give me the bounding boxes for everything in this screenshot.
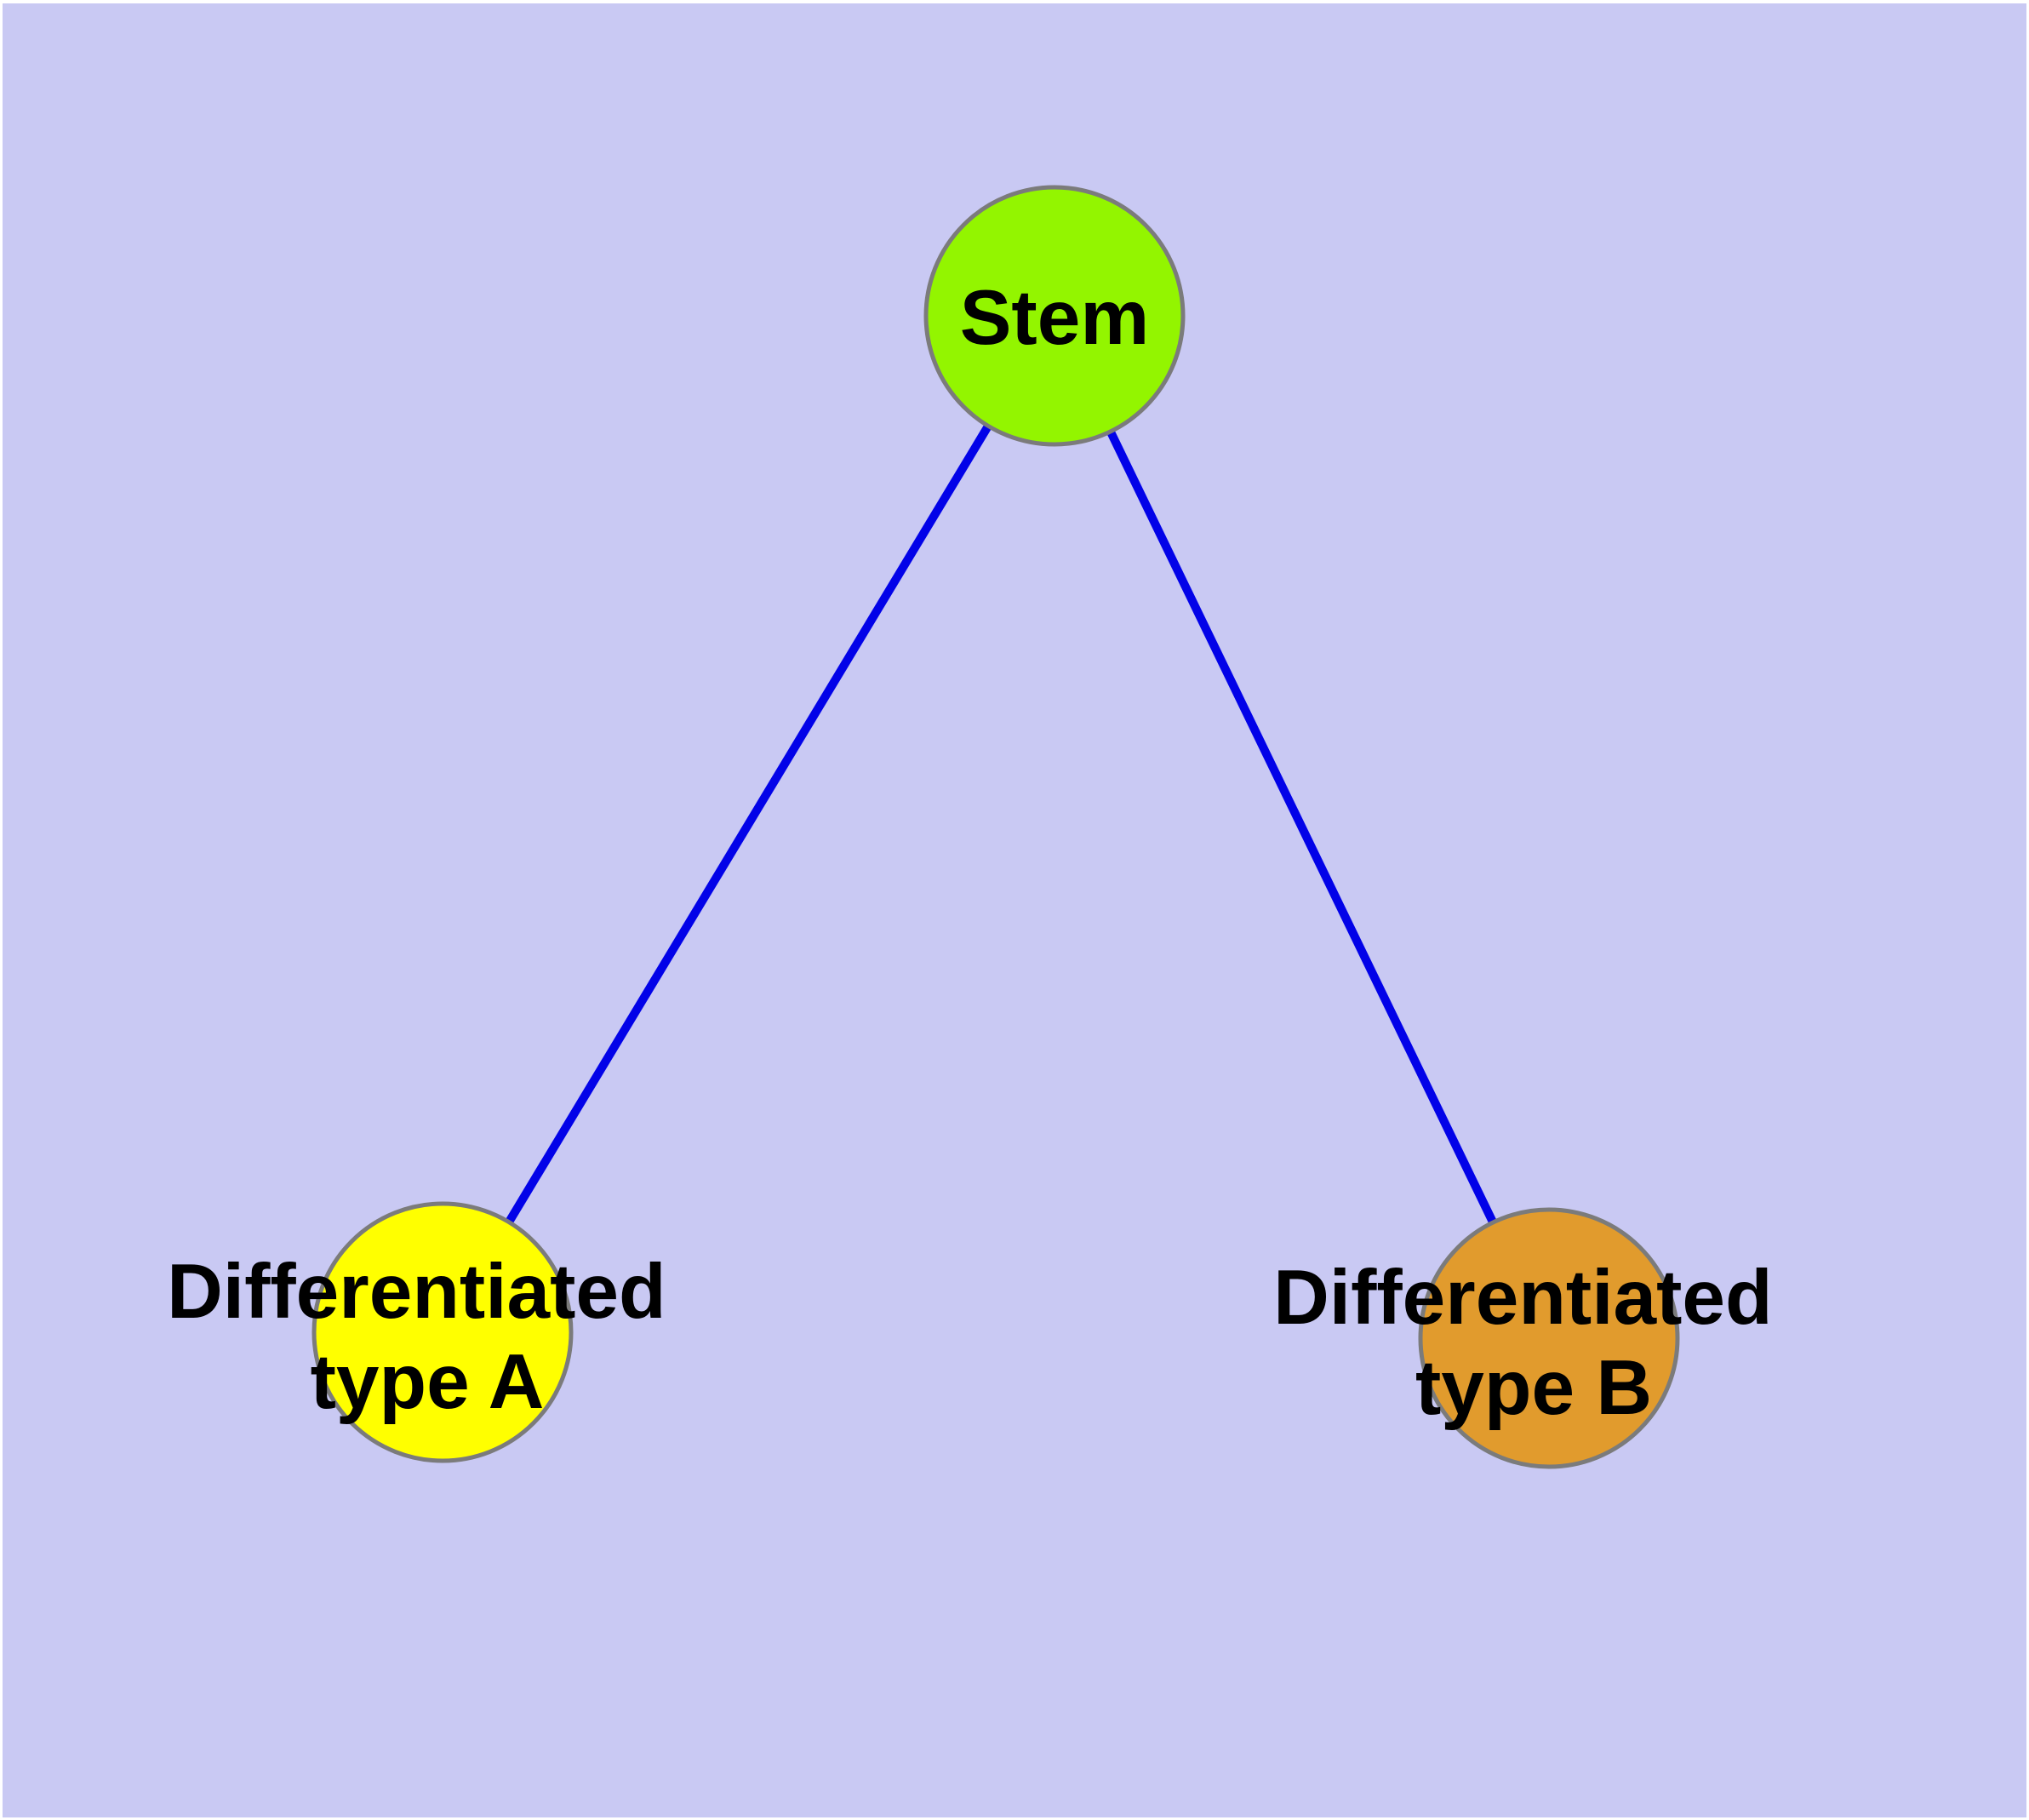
label-line-2: type B xyxy=(1415,1345,1652,1431)
node-differentiated-type-a xyxy=(311,1201,574,1463)
label-differentiated-type-a: Differentiated type A xyxy=(167,1249,688,1425)
label-stem: Stem xyxy=(960,275,1150,361)
label-line-1: Differentiated xyxy=(1273,1255,1773,1341)
label-differentiated-type-b: Differentiated type B xyxy=(1273,1255,1794,1431)
node-stem xyxy=(923,185,1186,447)
node-group xyxy=(311,185,1680,1469)
edge-stem-to-type-a xyxy=(438,313,1059,1335)
edge-stem-to-type-b xyxy=(1050,313,1553,1341)
label-line-2: type A xyxy=(311,1339,545,1425)
label-group: Stem Differentiated type A Differentiate… xyxy=(167,275,1794,1431)
node-differentiated-type-b xyxy=(1418,1207,1680,1469)
label-line-1: Differentiated xyxy=(167,1249,666,1335)
edge-group xyxy=(438,313,1553,1341)
